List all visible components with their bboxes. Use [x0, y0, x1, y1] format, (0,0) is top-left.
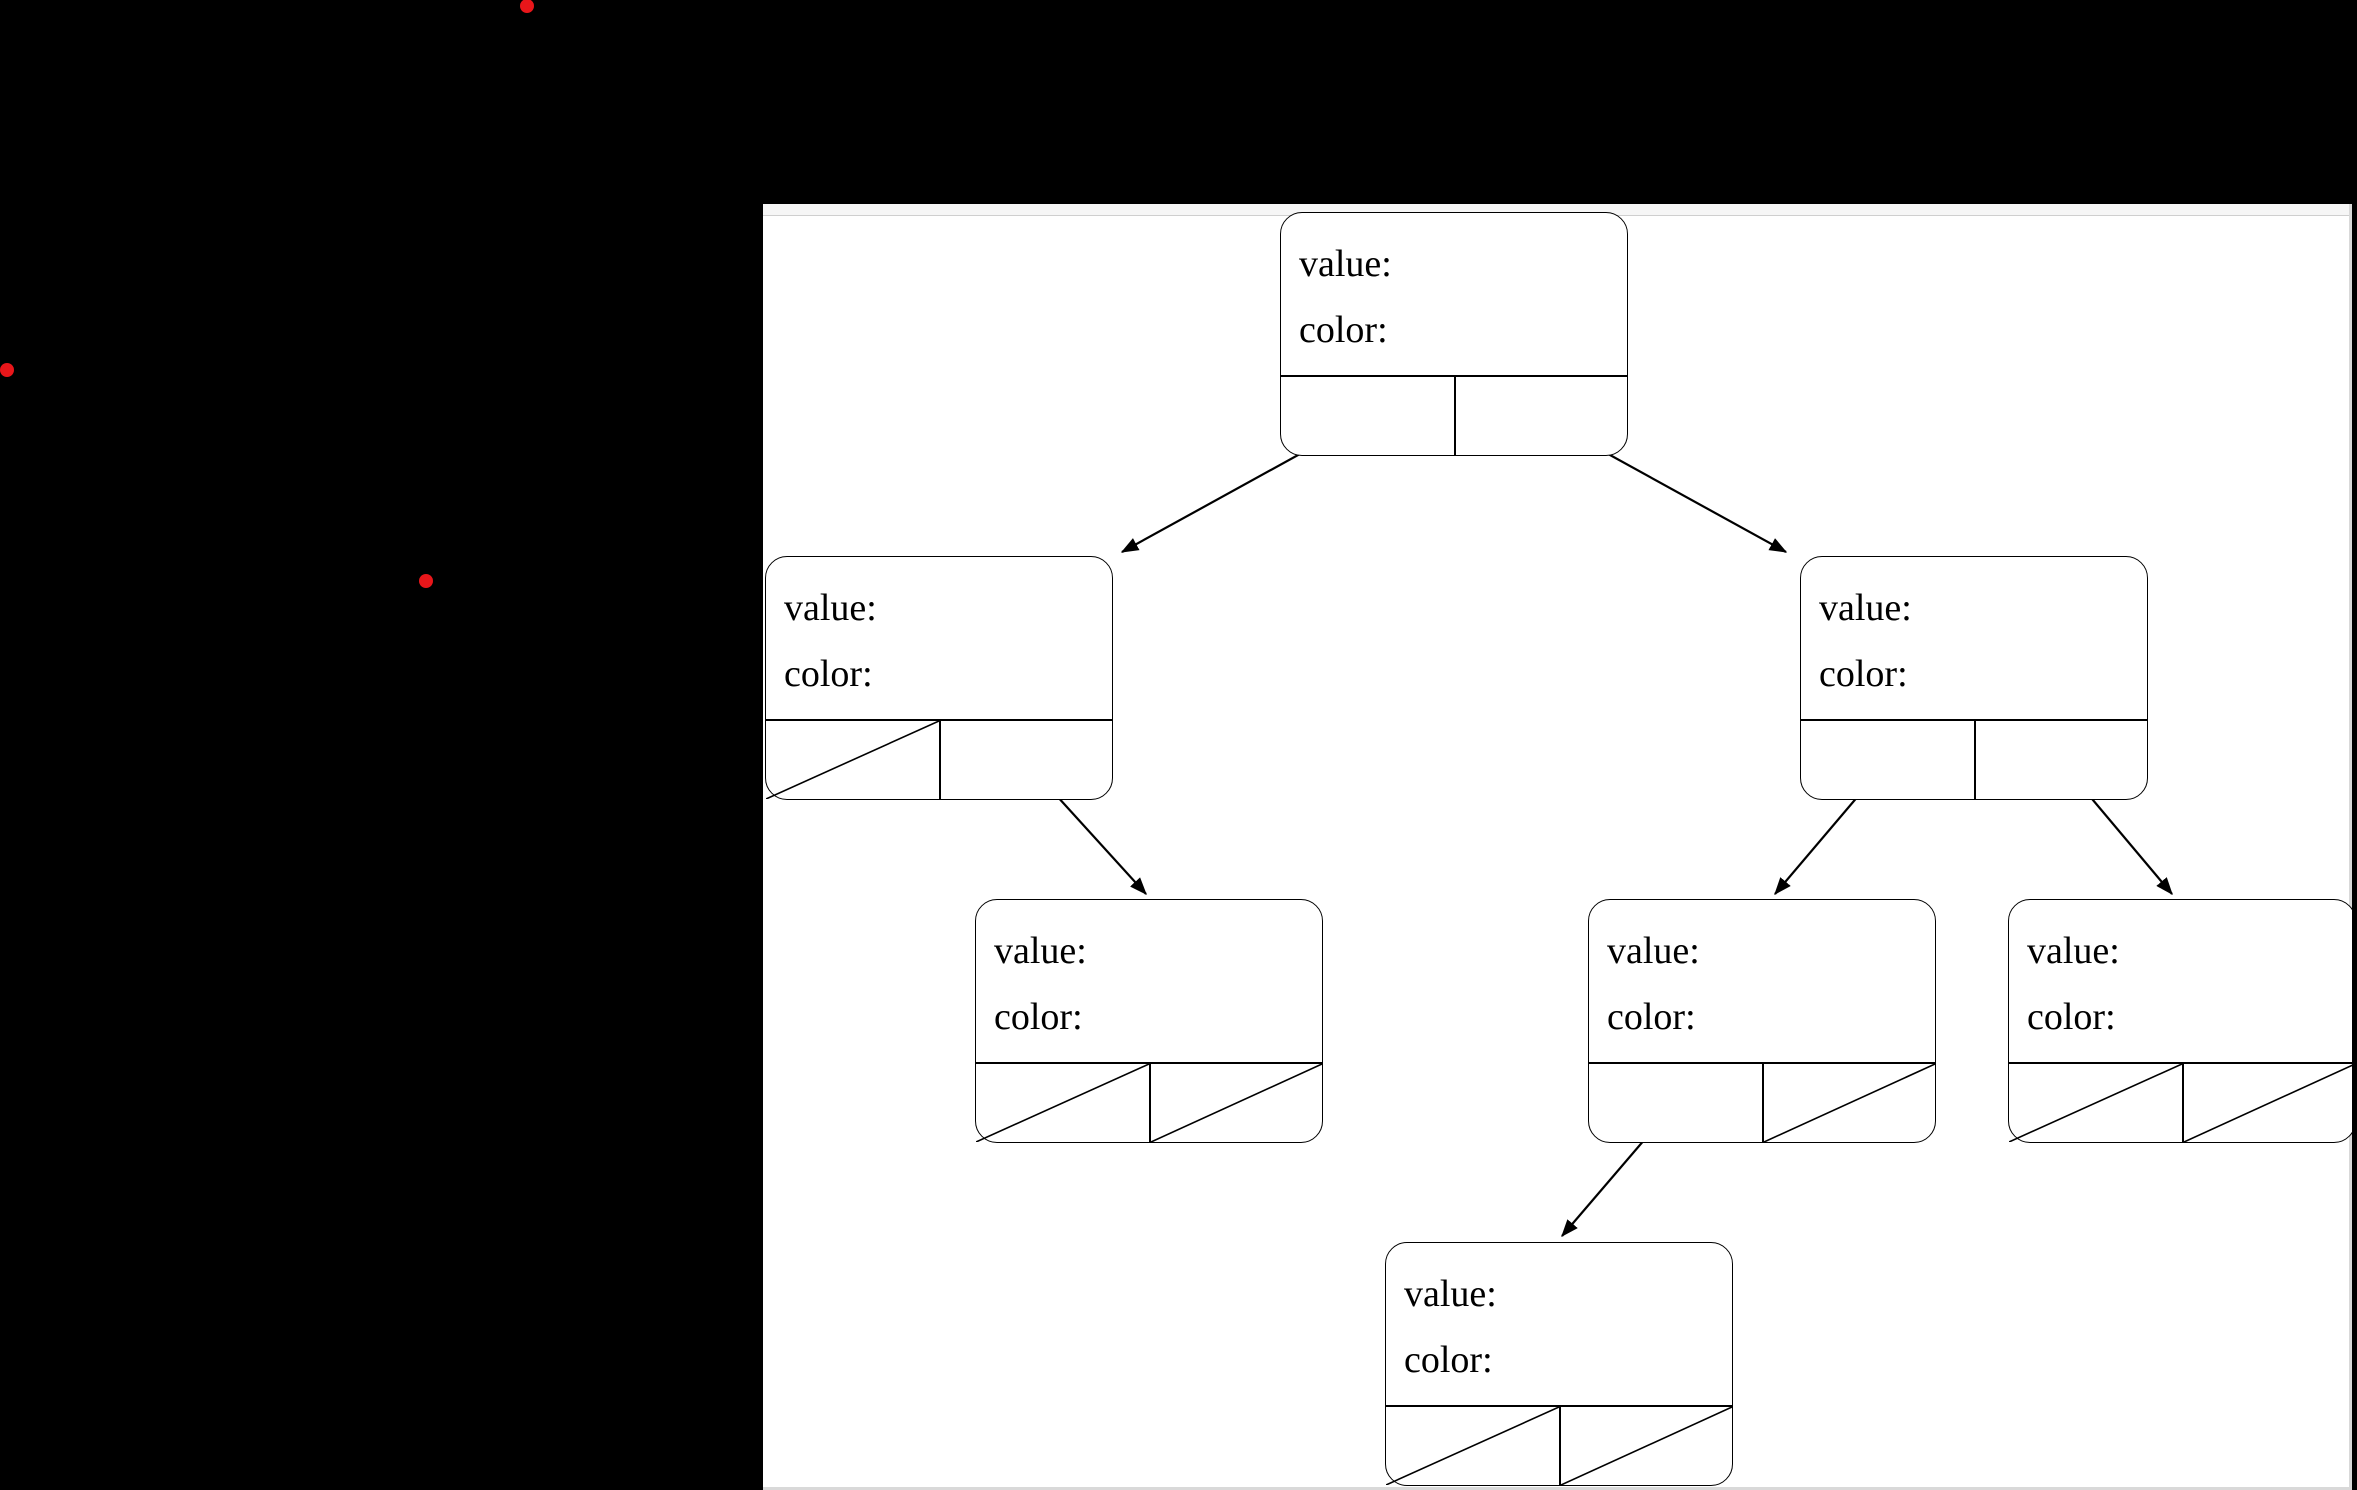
vertical-scrollbar[interactable] [2349, 204, 2352, 1490]
tree-node-left[interactable]: value: color: [765, 556, 1113, 800]
binary-tree-diagram: value:color:value:color:value:color:valu… [763, 204, 2352, 1490]
left-pointer-cell[interactable] [1801, 721, 1974, 799]
left-pointer-cell[interactable] [766, 721, 939, 799]
node-value-label: value: [1299, 243, 1392, 285]
node-pointer-row [1801, 719, 2147, 799]
node-value-label: value: [994, 930, 1087, 972]
right-pointer-cell[interactable] [1762, 1064, 1935, 1142]
node-pointer-row [976, 1062, 1322, 1142]
horizontal-scrollbar[interactable] [763, 1487, 2352, 1490]
node-value-label: value: [1607, 930, 1700, 972]
right-pointer-cell[interactable] [1149, 1064, 1322, 1142]
null-pointer-slash-left [766, 721, 939, 799]
marker-2 [0, 363, 14, 377]
tree-node-deep-leaf[interactable]: value: color: [1385, 1242, 1733, 1486]
marker-3 [419, 574, 433, 588]
node-color-label: color: [994, 996, 1083, 1038]
null-pointer-slash-left [1386, 1407, 1559, 1485]
null-pointer-slash-right [1764, 1064, 1935, 1142]
right-pointer-cell[interactable] [939, 721, 1112, 799]
null-pointer-slash-right [1151, 1064, 1322, 1142]
node-color-label: color: [2027, 996, 2116, 1038]
right-pointer-cell[interactable] [1559, 1407, 1732, 1485]
right-pointer-cell[interactable] [1454, 377, 1627, 455]
node-color-label: color: [1404, 1339, 1493, 1381]
left-pointer-cell[interactable] [1386, 1407, 1559, 1485]
node-pointer-row [1386, 1405, 1732, 1485]
node-value-label: value: [784, 587, 877, 629]
tree-node-right-right[interactable]: value: color: [2008, 899, 2352, 1143]
node-pointer-row [1281, 375, 1627, 455]
null-pointer-slash-right [1561, 1407, 1732, 1485]
node-color-label: color: [1299, 309, 1388, 351]
node-value-label: value: [1819, 587, 1912, 629]
node-color-label: color: [1607, 996, 1696, 1038]
tree-node-left-right[interactable]: value: color: [975, 899, 1323, 1143]
left-pointer-cell[interactable] [2009, 1064, 2182, 1142]
left-pointer-cell[interactable] [976, 1064, 1149, 1142]
node-value-label: value: [1404, 1273, 1497, 1315]
left-pointer-cell[interactable] [1281, 377, 1454, 455]
tree-node-root[interactable]: value: color: [1280, 212, 1628, 456]
right-pointer-cell[interactable] [2182, 1064, 2352, 1142]
node-color-label: color: [1819, 653, 1908, 695]
diagram-viewer-panel: value:color:value:color:value:color:valu… [763, 204, 2352, 1490]
left-pointer-cell[interactable] [1589, 1064, 1762, 1142]
tree-node-right-left[interactable]: value: color: [1588, 899, 1936, 1143]
tree-node-right[interactable]: value: color: [1800, 556, 2148, 800]
null-pointer-slash-left [976, 1064, 1149, 1142]
right-pointer-cell[interactable] [1974, 721, 2147, 799]
node-value-label: value: [2027, 930, 2120, 972]
null-pointer-slash-right [2184, 1064, 2352, 1142]
node-pointer-row [2009, 1062, 2352, 1142]
marker-1 [520, 0, 534, 13]
node-pointer-row [766, 719, 1112, 799]
node-color-label: color: [784, 653, 873, 695]
node-pointer-row [1589, 1062, 1935, 1142]
null-pointer-slash-left [2009, 1064, 2182, 1142]
